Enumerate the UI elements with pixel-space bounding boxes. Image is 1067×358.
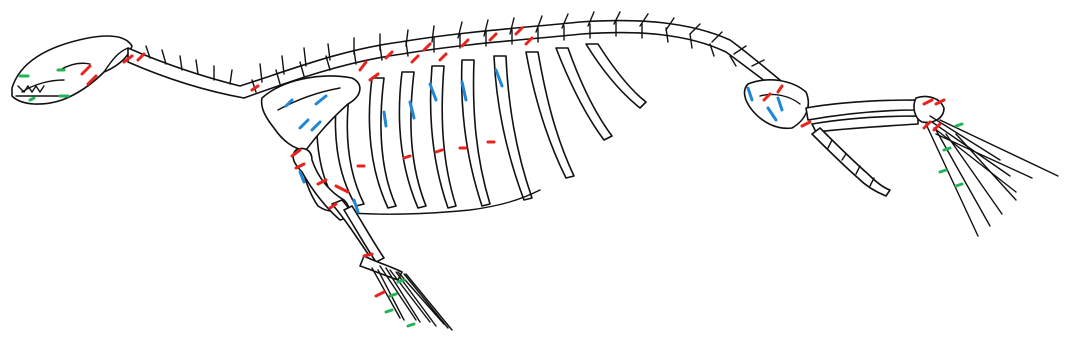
hindlimb	[806, 96, 1058, 236]
marker-green	[408, 324, 414, 326]
marker-green	[956, 124, 962, 126]
marker-red	[934, 124, 940, 130]
marker-red	[404, 156, 410, 158]
marker-red	[364, 254, 372, 256]
marker-green	[386, 310, 392, 312]
marker-blue	[384, 112, 386, 126]
forelimb	[293, 148, 452, 330]
marker-green	[944, 148, 950, 150]
tail	[812, 128, 890, 196]
skull	[12, 36, 132, 104]
marker-red	[436, 150, 442, 152]
marker-green	[390, 294, 396, 296]
marker-green	[956, 184, 962, 186]
marker-green	[940, 170, 946, 172]
vertebral-column	[128, 12, 790, 98]
marker-red	[440, 54, 446, 60]
marker-green	[30, 98, 34, 100]
marker-red	[360, 62, 366, 70]
rib-cage	[299, 44, 646, 214]
marker-red	[802, 122, 810, 126]
marker-red	[412, 56, 418, 62]
marker-green	[398, 280, 404, 282]
marker-red	[376, 292, 384, 296]
